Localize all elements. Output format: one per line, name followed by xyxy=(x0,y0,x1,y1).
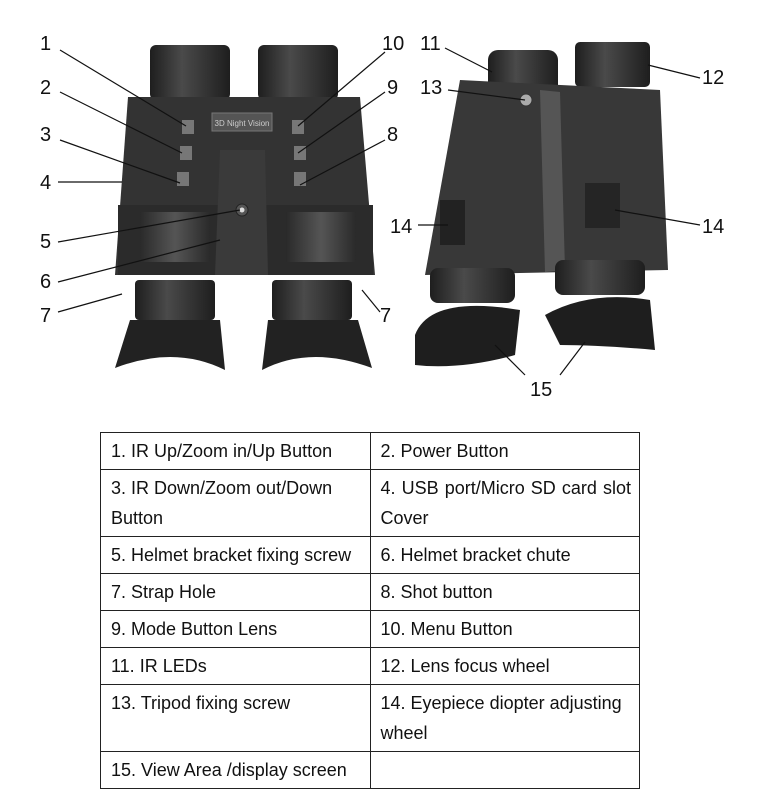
table-cell: 8. Shot button xyxy=(369,573,640,611)
callout-11: 11 xyxy=(420,33,441,55)
callout-14-left: 14 xyxy=(390,216,413,238)
table-cell: 14. Eyepiece diopter adjusting wheel xyxy=(369,684,640,752)
table-cell: 1. IR Up/Zoom in/Up Button xyxy=(100,432,371,470)
table-cell: 11. IR LEDs xyxy=(100,647,371,685)
callout-7-left: 7 xyxy=(40,305,52,327)
table-cell: 7. Strap Hole xyxy=(100,573,371,611)
table-cell: 3. IR Down/Zoom out/Down Button xyxy=(100,469,371,537)
callout-14-right: 14 xyxy=(702,216,725,238)
callout-13: 13 xyxy=(420,77,443,99)
table-cell: 12. Lens focus wheel xyxy=(369,647,640,685)
callout-9: 9 xyxy=(387,77,399,99)
table-cell: 9. Mode Button Lens xyxy=(100,610,371,648)
callout-7-right: 7 xyxy=(380,305,392,327)
table-cell: 5. Helmet bracket fixing screw xyxy=(100,536,371,574)
callout-8: 8 xyxy=(387,124,399,146)
callout-1: 1 xyxy=(40,33,52,55)
callout-2: 2 xyxy=(40,77,52,99)
device-label: 3D Night Vision xyxy=(215,119,270,128)
table-row: 15. View Area /display screen xyxy=(100,751,640,789)
callout-lines xyxy=(57,47,701,376)
front-view: 3D Night Vision xyxy=(115,45,375,370)
callout-15: 15 xyxy=(530,379,553,401)
three-quarter-view xyxy=(415,42,668,367)
callout-6: 6 xyxy=(40,271,52,293)
table-cell xyxy=(369,751,640,789)
table-cell: 4. USB port/Micro SD card slot Cover xyxy=(369,469,640,537)
callout-12: 12 xyxy=(702,67,725,89)
table-cell: 6. Helmet bracket chute xyxy=(369,536,640,574)
callout-3: 3 xyxy=(40,124,52,146)
callout-4: 4 xyxy=(40,172,52,194)
table-cell: 2. Power Button xyxy=(369,432,640,470)
table-cell: 10. Menu Button xyxy=(369,610,640,648)
callout-5: 5 xyxy=(40,231,52,253)
table-cell: 13. Tripod fixing screw xyxy=(100,684,371,752)
binocular-illustration: 3D Night Vision xyxy=(57,42,701,376)
callout-10: 10 xyxy=(382,33,405,55)
table-cell: 15. View Area /display screen xyxy=(100,751,371,789)
